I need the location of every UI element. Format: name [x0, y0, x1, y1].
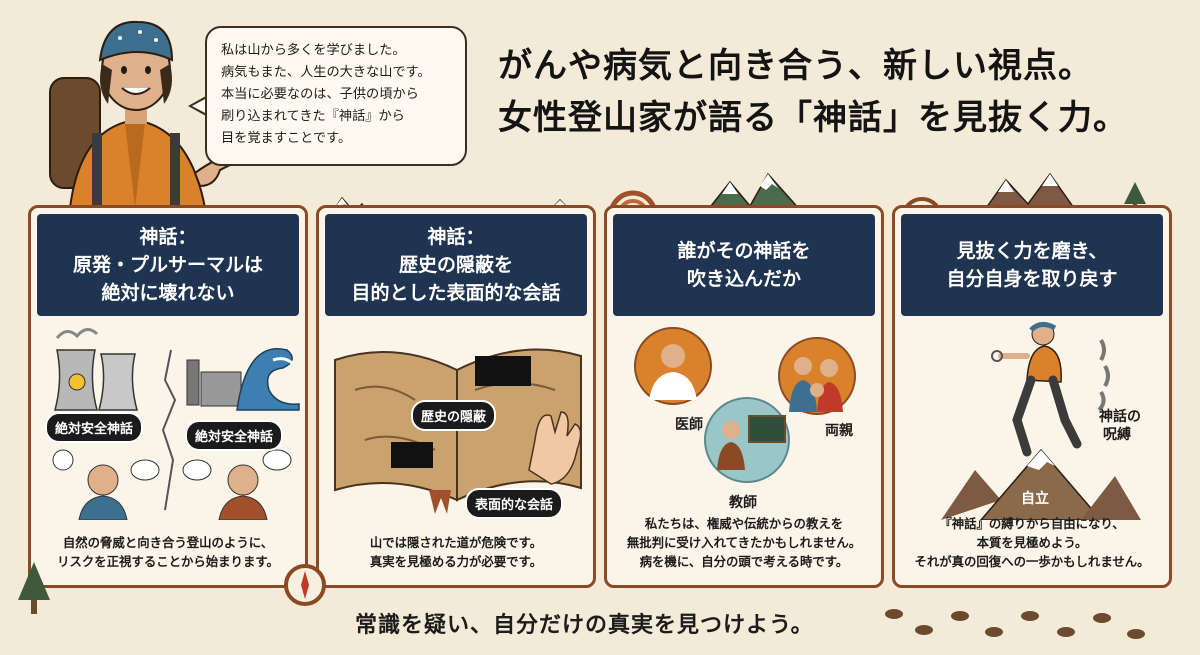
card-illustration: 絶対安全神話 絶対安全神話 [37, 320, 300, 521]
speech-line: 病気もまた、人生の大きな山です。 [221, 65, 431, 80]
card-body: 自然の脅威と向き合う登山のように、 リスクを正視することから始まります。 [37, 533, 299, 571]
card-text-line: それが真の回復への一歩かもしれません。 [914, 554, 1150, 569]
tree-icon [18, 562, 50, 614]
card-history-myth: 神話： 歴史の隠蔽を 目的とした表面的な会話 歴史の隠蔽 表面的な会話 山では隠… [316, 205, 596, 588]
card-title-line: 絶対に壊れない [101, 282, 235, 304]
speech-line: 本当に必要なのは、子供の頃から [221, 87, 419, 102]
label-line: 神話の [1099, 409, 1141, 425]
speech-bubble-tail-inner [192, 98, 207, 114]
climber-avatar [49, 20, 250, 208]
card-illustration: 医師 両親 教師 [613, 320, 875, 520]
card-title-line: 吹き込んだか [686, 268, 801, 290]
speech-line: 目を覚ますことです。 [221, 131, 352, 146]
card-text-line: 病を機に、自分の頭で考える時です。 [639, 554, 849, 569]
label-doctor: 医師 [675, 417, 703, 433]
card-nuclear-myth: 神話： 原発・プルサーマルは 絶対に壊れない [28, 205, 308, 588]
card-text-line: 自然の脅威と向き合う登山のように、 [62, 535, 274, 550]
title-line-2: 女性登山家が語る「神話」を見抜く力。 [498, 98, 1128, 138]
open-book-illustration [334, 348, 582, 514]
card-header: 神話： 原発・プルサーマルは 絶対に壊れない [37, 214, 299, 316]
card-header: 見抜く力を磨き、 自分自身を取り戻す [901, 214, 1163, 316]
card-text-line: 私たちは、権威や伝統からの教えを [644, 516, 844, 531]
label-pill: 表面的な会話 [465, 488, 564, 519]
card-body: 私たちは、権威や伝統からの教えを 無批判に受け入れてきたかもしれません。 病を機… [613, 514, 875, 571]
card-text-line: 『神話』の縛りから自由になり、 [939, 516, 1125, 531]
card-illustration: 神話の 呪縛 自立 [901, 320, 1163, 521]
speech-line: 刷り込まれてきた『神話』から [221, 109, 405, 124]
card-text-line: リスクを正視することから始まります。 [57, 554, 279, 569]
label-teacher: 教師 [729, 495, 757, 511]
card-regain-self: 見抜く力を磨き、 自分自身を取り戻す 神話の 呪縛 自立 『神話』の縛りから自 [892, 205, 1172, 588]
nuclear-plant-illustration [52, 328, 300, 521]
climber-summit-illustration [941, 322, 1141, 521]
label-independence: 自立 [1021, 491, 1049, 507]
card-body: 『神話』の縛りから自由になり、 本質を見極めよう。 それが真の回復への一歩かもし… [901, 514, 1163, 571]
speech-line: 私は山から多くを学びました。 [221, 43, 406, 58]
footer-message: 常識を疑い、自分だけの真実を見つけよう。 [355, 613, 814, 638]
card-header: 神話： 歴史の隠蔽を 目的とした表面的な会話 [325, 214, 587, 316]
card-text-line: 本質を見極めよう。 [976, 535, 1088, 550]
card-title-line: 原発・プルサーマルは [72, 254, 263, 276]
page-title: がんや病気と向き合う、新しい視点。 女性登山家が語る「神話」を見抜く力。 [498, 40, 1188, 144]
card-text-line: 山では隠された道が危険です。 [369, 535, 543, 550]
speech-bubble: 私は山から多くを学びました。 病気もまた、人生の大きな山です。 本当に必要なのは… [205, 26, 467, 166]
card-title-line: 神話： [139, 226, 197, 248]
label-pill: 絶対安全神話 [185, 420, 284, 451]
card-title-line: 目的とした表面的な会話 [351, 282, 561, 304]
card-title-line: 見抜く力を磨き、 [956, 240, 1108, 262]
card-body: 山では隠された道が危険です。 真実を見極める力が必要です。 [325, 533, 587, 571]
label-pill: 絶対安全神話 [45, 412, 144, 443]
card-title-line: 神話： [427, 226, 485, 248]
title-line-1: がんや病気と向き合う、新しい視点。 [498, 46, 1093, 86]
label-line: 呪縛 [1103, 427, 1131, 443]
card-illustration: 歴史の隠蔽 表面的な会話 [325, 320, 587, 520]
card-title-line: 自分自身を取り戻す [946, 268, 1118, 290]
compass-icon [284, 564, 326, 606]
card-title-line: 誰がその神話を [677, 240, 811, 262]
card-text-line: 真実を見極める力が必要です。 [369, 554, 543, 569]
footprints-icon [885, 609, 1145, 639]
card-who-taught: 誰がその神話を 吹き込んだか 医師 両親 教師 私たちは、権威や伝統からの教えを… [604, 205, 884, 588]
label-parents: 両親 [825, 423, 853, 439]
card-title-line: 歴史の隠蔽を [398, 254, 513, 276]
authority-figures-illustration [634, 327, 856, 483]
card-header: 誰がその神話を 吹き込んだか [613, 214, 875, 316]
card-text-line: 無批判に受け入れてきたかもしれません。 [626, 535, 862, 550]
label-pill: 歴史の隠蔽 [411, 400, 497, 431]
label-myth-shackle: 神話の 呪縛 [1099, 408, 1141, 444]
